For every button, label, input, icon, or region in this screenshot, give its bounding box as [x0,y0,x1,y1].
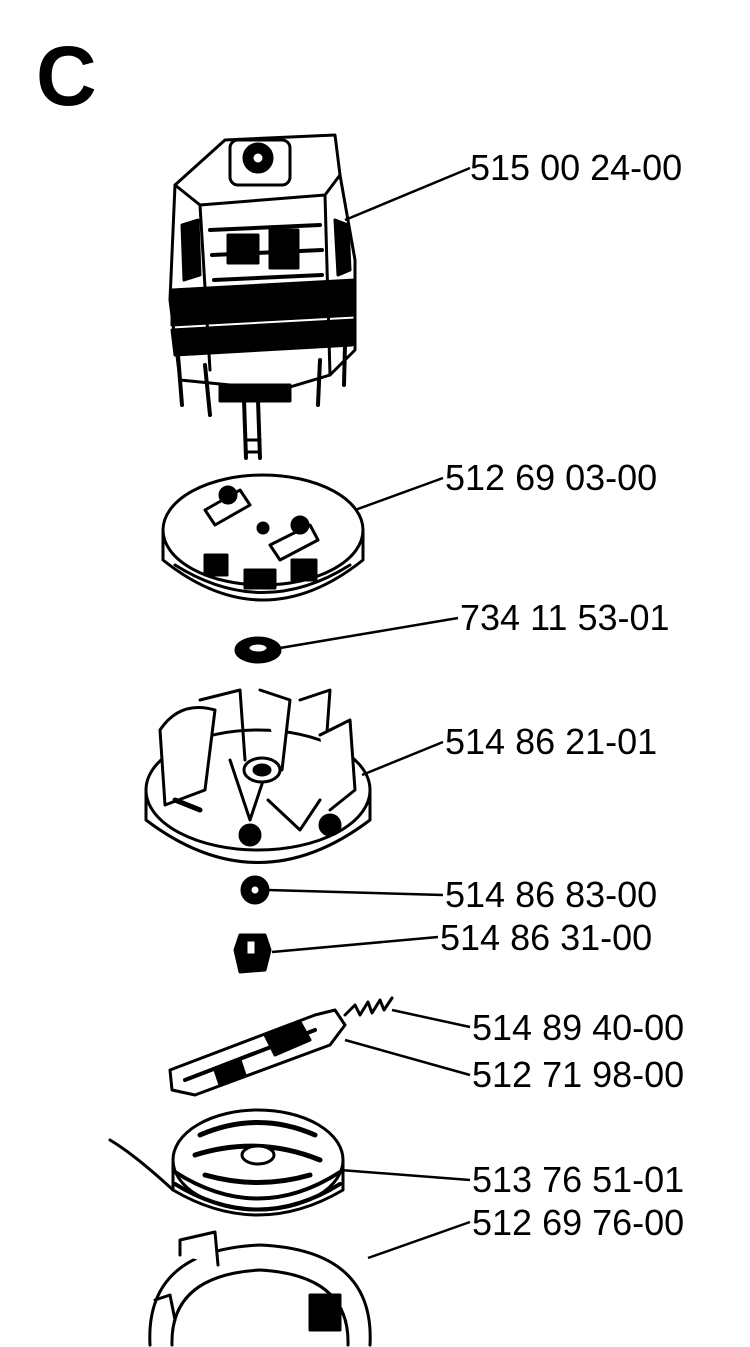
washer-illustration [234,636,282,664]
leader-line-motor-flange [354,476,444,512]
leader-line-line-cutter-arm [344,1038,471,1077]
part-number-spool-cover: 512 69 76-00 [472,1202,685,1243]
line-cutter-arm-illustration [168,1008,347,1097]
leader-line-drive-cam [271,935,439,954]
spring-illustration [343,996,394,1017]
leader-line-fan-hub [361,740,444,777]
drive-cam-illustration [233,933,272,974]
part-number-spool: 513 76 51-01 [472,1159,685,1200]
nut-illustration [240,875,270,905]
leader-line-spring [391,1008,471,1029]
spool-illustration [108,1108,345,1217]
part-number-motor-flange: 512 69 03-00 [445,457,658,498]
leader-line-spool-cover [367,1220,471,1260]
motor-illustration [168,133,357,460]
part-number-spring: 514 89 40-00 [472,1007,685,1048]
part-number-fan-hub: 514 86 21-01 [445,721,658,762]
part-number-line-cutter-arm: 512 71 98-00 [472,1054,685,1095]
leader-line-nut [267,888,444,897]
part-number-drive-cam: 514 86 31-00 [440,917,653,958]
leader-line-spool [339,1168,471,1182]
leader-line-washer [279,616,459,650]
part-number-washer: 734 11 53-01 [460,597,670,638]
leader-lines [267,166,471,1260]
spool-cover-illustration [148,1230,372,1347]
part-number-nut: 514 86 83-00 [445,874,658,915]
leader-line-motor [344,166,471,222]
fan-hub-illustration [144,688,372,864]
motor-flange-illustration [161,473,365,602]
section-letter: C [36,29,97,123]
part-number-motor: 515 00 24-00 [470,147,683,188]
